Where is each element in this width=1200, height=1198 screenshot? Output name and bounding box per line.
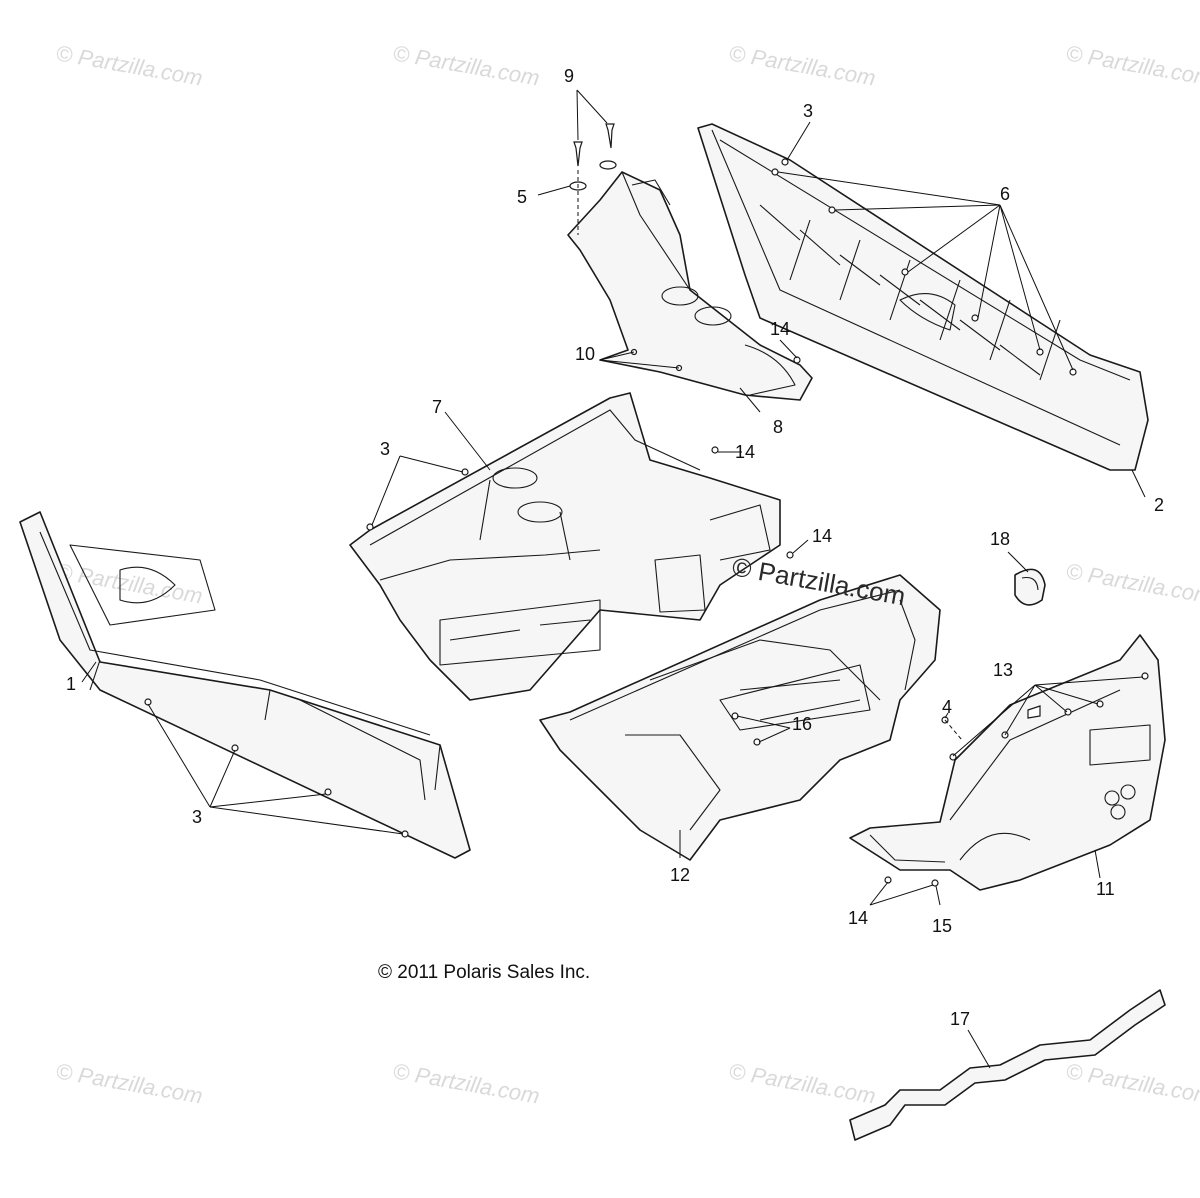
callout-16: 16 — [792, 714, 812, 734]
rivet-14d — [884, 876, 892, 884]
rivet-6b — [828, 206, 836, 214]
callout-14: 14 — [735, 442, 755, 462]
callout-14: 14 — [812, 526, 832, 546]
part-8-center-console[interactable] — [567, 171, 813, 401]
screw-9a — [573, 141, 583, 167]
part-7-front-floor-tub[interactable] — [349, 392, 781, 701]
callout-11: 11 — [1096, 879, 1115, 899]
copyright-notice: © 2011 Polaris Sales Inc. — [378, 962, 590, 983]
watermark: © Partzilla.com — [1064, 40, 1200, 90]
callout-3: 3 — [192, 807, 202, 827]
callout-1: 1 — [66, 674, 76, 694]
rivet-13a — [949, 753, 957, 761]
rivet-14b — [711, 446, 719, 454]
rivet-14a — [793, 356, 801, 364]
watermark: © Partzilla.com — [54, 1058, 204, 1108]
part-1-left-rocker-panel[interactable] — [19, 511, 471, 859]
rivet-6c — [901, 268, 909, 276]
callout-4: 4 — [942, 697, 952, 717]
watermark: © Partzilla.com — [727, 40, 877, 90]
callout-9: 9 — [564, 66, 574, 86]
rivet-15 — [931, 879, 939, 887]
watermark: © Partzilla.com — [54, 40, 204, 90]
rivet-6a — [771, 168, 779, 176]
watermark: © Partzilla.com — [391, 40, 541, 90]
rivet-3-l1 — [144, 698, 152, 706]
rivet-3 — [781, 158, 789, 166]
callout-labels: 9 5 3 6 14 10 8 7 3 14 2 14 18 1 13 4 16… — [66, 66, 1164, 1029]
callout-7: 7 — [432, 397, 442, 417]
callout-3: 3 — [380, 439, 390, 459]
watermark: © Partzilla.com — [1064, 558, 1200, 608]
callout-12: 12 — [670, 865, 690, 885]
rivet-13e — [1141, 672, 1149, 680]
watermark: © Partzilla.com — [391, 1058, 541, 1108]
rivet-14c — [786, 551, 794, 559]
watermark: © Partzilla.com — [727, 1058, 877, 1108]
callout-6: 6 — [1000, 184, 1010, 204]
callout-3: 3 — [803, 101, 813, 121]
rivet-3-l3 — [324, 788, 332, 796]
watermark: © Partzilla.com — [54, 558, 204, 608]
part-2-right-rocker-panel[interactable] — [697, 123, 1149, 471]
callout-14: 14 — [770, 319, 790, 339]
part-18-clamp[interactable] — [1014, 568, 1046, 606]
callout-14: 14 — [848, 908, 868, 928]
part-11-rear-panel[interactable] — [849, 634, 1166, 891]
part-12-rear-floor-tub[interactable] — [539, 574, 941, 861]
washer-5b — [599, 160, 617, 170]
callout-8: 8 — [773, 417, 783, 437]
callout-13: 13 — [993, 660, 1013, 680]
rivet-6d — [971, 314, 979, 322]
bolt-13 — [1027, 705, 1041, 719]
rivet-3-left — [366, 523, 374, 531]
watermark: © Partzilla.com — [1064, 1058, 1200, 1108]
callout-2: 2 — [1154, 495, 1164, 515]
callout-15: 15 — [932, 916, 952, 936]
callout-10: 10 — [575, 344, 595, 364]
screw-9b — [605, 123, 615, 149]
part-17-seal-strip[interactable] — [849, 989, 1166, 1141]
callout-17: 17 — [950, 1009, 970, 1029]
callout-5: 5 — [517, 187, 527, 207]
callout-18: 18 — [990, 529, 1010, 549]
rivet-13c — [1064, 708, 1072, 716]
leader-lines — [81, 89, 1146, 1069]
